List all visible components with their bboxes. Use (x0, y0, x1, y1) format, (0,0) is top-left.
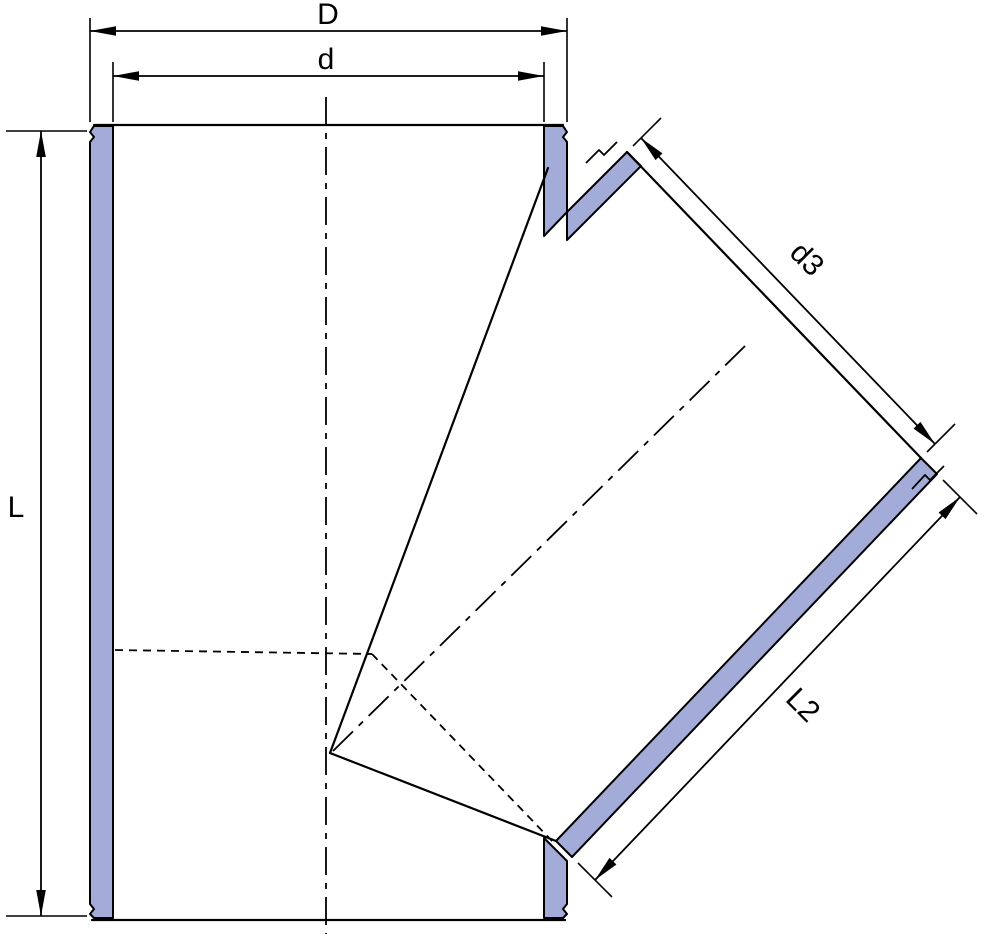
main-pipe-left-wall (89, 125, 114, 919)
dimension-line-d3 (640, 137, 936, 445)
branch-centerline (332, 345, 746, 752)
main-pipe-right-wall-upper (543, 125, 568, 237)
dimension-label-D: D (317, 0, 339, 31)
dimension-line-L2 (594, 496, 961, 881)
branch-mouth-bead-upper (585, 141, 618, 164)
branch-inner-edge-lower (328, 751, 558, 843)
dimension-D: D (89, 0, 568, 122)
hidden-intersection-line-horizontal (114, 649, 373, 655)
main-pipe-right-wall-lower (543, 837, 568, 919)
centerlines (325, 97, 746, 934)
branch-inner-edge-upper (328, 166, 550, 755)
dimension-d: d (112, 43, 545, 122)
branch-mouth-bead-lower (911, 465, 945, 490)
dimension-L: L (6, 130, 87, 917)
hidden-lines (114, 649, 553, 842)
extension-line-d3-upper (632, 117, 662, 147)
extension-line-d3-lower (926, 423, 956, 453)
hidden-intersection-line-diagonal (371, 653, 553, 842)
dimension-label-d: d (318, 43, 335, 76)
dimension-label-L: L (8, 491, 25, 524)
